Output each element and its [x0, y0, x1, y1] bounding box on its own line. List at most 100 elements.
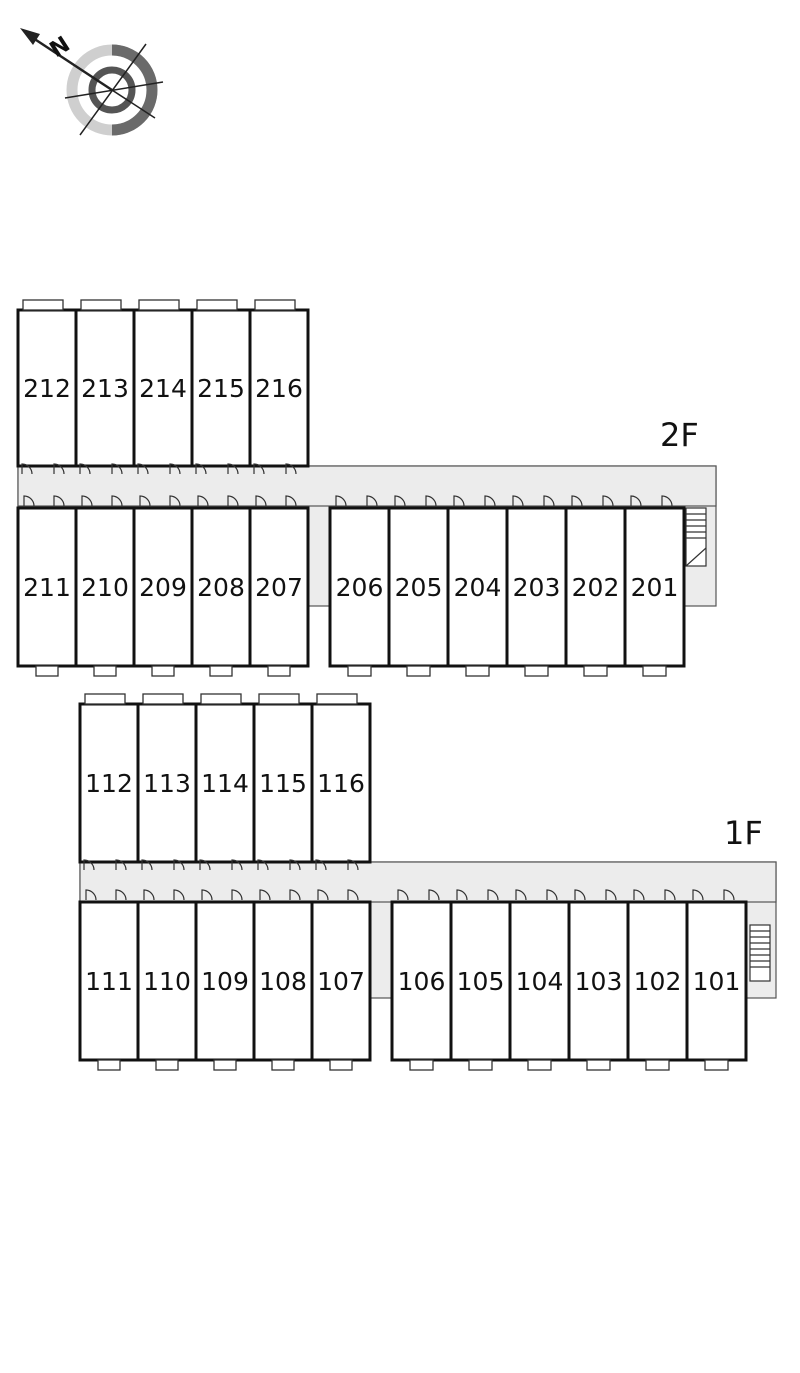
unit-113: 113 — [136, 693, 198, 871]
door-icon — [664, 889, 676, 901]
door-icon — [428, 889, 440, 901]
unit-label: 105 — [457, 967, 505, 996]
balcony — [254, 299, 296, 311]
door-icon — [81, 495, 93, 507]
door-icon — [515, 889, 527, 901]
unit-room — [685, 900, 748, 1062]
unit-109: 109 — [194, 889, 256, 1071]
door-icon — [633, 889, 645, 901]
unit-room — [310, 702, 372, 864]
unit-105: 105 — [449, 889, 512, 1071]
door-icon — [546, 889, 558, 901]
unit-216: 216 — [248, 299, 310, 475]
door-icon — [723, 889, 735, 901]
compass-icon: N — [20, 28, 164, 136]
unit-201: 201 — [623, 495, 686, 677]
door-icon — [111, 495, 123, 507]
unit-112: 112 — [78, 693, 140, 871]
door-icon — [512, 495, 524, 507]
unit-205: 205 — [387, 495, 450, 677]
unit-label: 106 — [398, 967, 446, 996]
unit-label: 111 — [85, 967, 133, 996]
door-icon — [289, 859, 301, 871]
door-icon — [285, 495, 297, 507]
door-icon — [231, 859, 243, 871]
door-icon — [366, 495, 378, 507]
unit-label: 101 — [693, 967, 741, 996]
door-icon — [394, 495, 406, 507]
unit-label: 205 — [395, 573, 443, 602]
balcony — [209, 665, 233, 677]
door-icon — [23, 495, 35, 507]
unit-label: 209 — [139, 573, 187, 602]
unit-room — [508, 900, 571, 1062]
unit-label: 215 — [197, 374, 245, 403]
unit-213: 213 — [74, 299, 136, 475]
door-icon — [85, 889, 97, 901]
unit-104: 104 — [508, 889, 571, 1071]
door-icon — [195, 463, 207, 475]
door-icon — [143, 889, 155, 901]
unit-label: 204 — [454, 573, 502, 602]
door-icon — [199, 859, 211, 871]
door-icon — [285, 463, 297, 475]
unit-108: 108 — [252, 889, 314, 1071]
unit-209: 209 — [132, 495, 194, 677]
door-icon — [169, 495, 181, 507]
unit-label: 214 — [139, 374, 187, 403]
door-icon — [397, 889, 409, 901]
floor-label-1f: 1F — [724, 814, 763, 852]
unit-room — [248, 506, 310, 668]
door-icon — [115, 889, 127, 901]
unit-114: 114 — [194, 693, 256, 871]
balcony — [645, 1059, 670, 1071]
unit-116: 116 — [310, 693, 372, 871]
corridor-1f-front — [79, 861, 777, 903]
door-icon — [661, 495, 673, 507]
balcony — [527, 1059, 552, 1071]
balcony — [258, 693, 300, 705]
unit-label: 116 — [317, 769, 365, 798]
balcony — [200, 693, 242, 705]
door-icon — [173, 889, 185, 901]
unit-103: 103 — [567, 889, 630, 1071]
unit-101: 101 — [685, 889, 748, 1071]
door-icon — [487, 889, 499, 901]
unit-210: 210 — [74, 495, 136, 677]
north-label: N — [46, 32, 75, 63]
balcony — [347, 665, 372, 677]
door-icon — [197, 495, 209, 507]
unit-202: 202 — [564, 495, 627, 677]
door-icon — [141, 859, 153, 871]
balcony — [84, 693, 126, 705]
door-icon — [315, 859, 327, 871]
door-icon — [289, 889, 301, 901]
unit-room — [16, 308, 78, 468]
balcony — [22, 299, 64, 311]
door-icon — [227, 495, 239, 507]
unit-label: 213 — [81, 374, 129, 403]
balcony — [406, 665, 431, 677]
unit-label: 211 — [23, 573, 71, 602]
balcony — [642, 665, 667, 677]
unit-label: 104 — [516, 967, 564, 996]
unit-106: 106 — [390, 889, 453, 1071]
balcony — [155, 1059, 179, 1071]
balcony — [196, 299, 238, 311]
door-icon — [231, 889, 243, 901]
door-icon — [169, 463, 181, 475]
unit-room — [132, 506, 194, 668]
door-icon — [201, 889, 213, 901]
unit-room — [136, 702, 198, 864]
door-icon — [571, 495, 583, 507]
balcony — [704, 1059, 729, 1071]
balcony — [213, 1059, 237, 1071]
unit-207: 207 — [248, 495, 310, 677]
unit-label: 208 — [197, 573, 245, 602]
unit-214: 214 — [132, 299, 194, 475]
unit-215: 215 — [190, 299, 252, 475]
unit-label: 202 — [572, 573, 620, 602]
unit-211: 211 — [16, 495, 78, 677]
unit-102: 102 — [626, 889, 689, 1071]
